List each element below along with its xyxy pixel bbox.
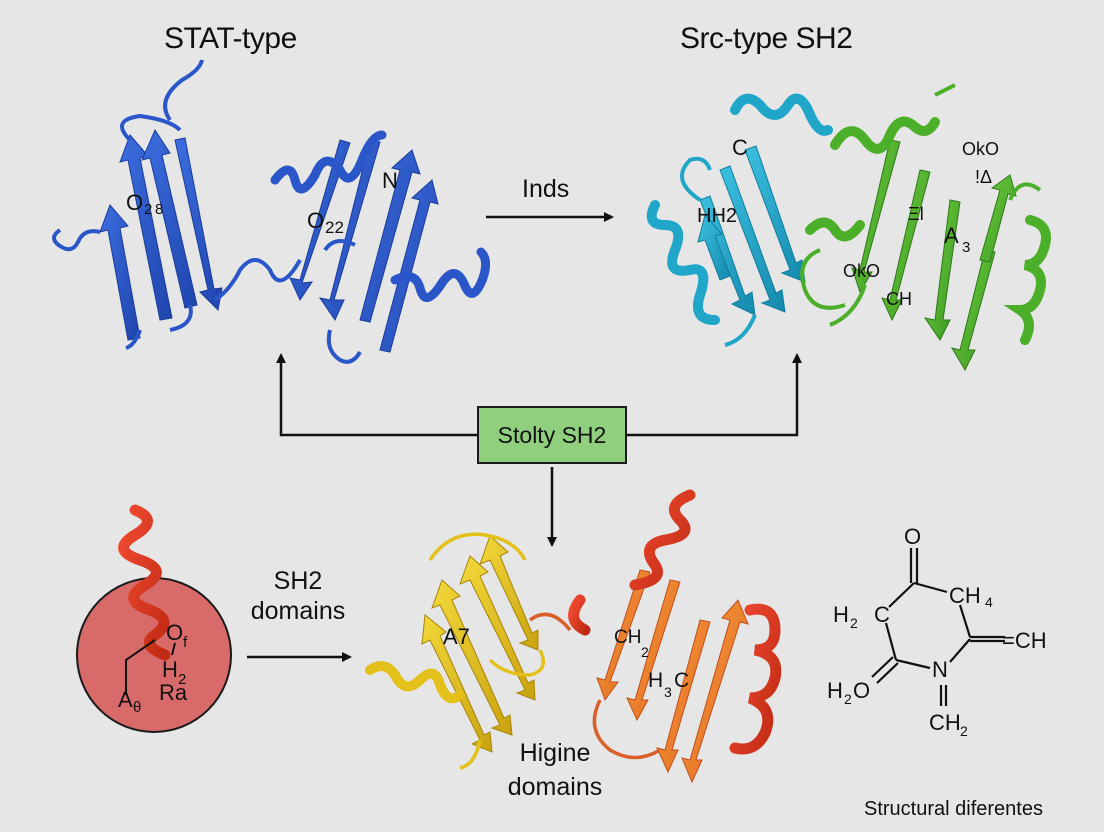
src-atom-labels: C HH2 OkO OkO CH A 3 !Δ Ξl: [697, 135, 999, 309]
svg-text:C: C: [674, 669, 689, 692]
svg-text:=CH: =CH: [1002, 628, 1047, 653]
stat-structure: [52, 59, 491, 364]
stat-atom-labels: O 2 8 O 22 N: [126, 168, 398, 237]
svg-text:8: 8: [155, 201, 163, 218]
svg-text:H: H: [827, 678, 843, 703]
svg-text:H: H: [162, 657, 178, 682]
svg-text:2: 2: [850, 615, 858, 631]
svg-text:CH: CH: [929, 710, 961, 735]
sh2-domains-label: SH2 domains: [238, 566, 358, 626]
svg-text:2: 2: [144, 201, 152, 218]
sh2-domains-line1: SH2: [273, 567, 323, 595]
svg-text:C: C: [874, 602, 890, 627]
sh2-domains-line2: domains: [250, 597, 346, 625]
svg-text:2: 2: [844, 691, 852, 707]
svg-text:N: N: [932, 657, 948, 682]
svg-text:2: 2: [178, 671, 186, 688]
svg-text:θ: θ: [133, 699, 141, 716]
svg-text:O: O: [126, 190, 143, 215]
svg-text:f: f: [183, 634, 188, 651]
top-arrow-label: Inds: [522, 175, 570, 203]
svg-text:!Δ: !Δ: [975, 167, 992, 187]
center-box: Stolty SH2: [477, 406, 627, 464]
svg-text:A7: A7: [443, 624, 470, 649]
svg-text:OkO: OkO: [962, 139, 999, 159]
svg-text:O: O: [307, 208, 324, 233]
chemical-atom-labels: O CH 4 H 2 C =CH N H 2 O CH 2: [827, 524, 1047, 739]
svg-text:OkO: OkO: [843, 261, 880, 281]
svg-text:A: A: [944, 223, 959, 248]
svg-text:A: A: [118, 687, 133, 712]
svg-text:CH: CH: [886, 289, 912, 309]
footer-caption: Structural diferentes: [864, 798, 1043, 820]
hinge-caption-line1: Higine: [519, 739, 591, 767]
svg-text:O: O: [166, 620, 183, 645]
center-connectors: [276, 353, 802, 547]
ligand-labels: O f H 2 Ra A θ: [118, 620, 188, 716]
ligand-circle-group: [76, 504, 232, 733]
src-structure: [646, 83, 1051, 372]
svg-text:O: O: [904, 524, 921, 549]
hinge-atom-labels: A7 CH 2 H 3 C: [443, 624, 689, 700]
hinge-domains-caption: Higine domains: [490, 736, 620, 804]
src-type-title: Src-type SH2: [680, 22, 853, 55]
svg-text:22: 22: [325, 218, 344, 237]
svg-text:CH: CH: [949, 583, 981, 608]
stat-type-title: STAT-type: [164, 22, 297, 55]
svg-text:H: H: [833, 602, 849, 627]
svg-text:O: O: [853, 678, 870, 703]
svg-text:4: 4: [985, 594, 993, 610]
svg-text:C: C: [732, 135, 748, 160]
svg-text:Ra: Ra: [159, 680, 188, 705]
svg-text:2: 2: [641, 644, 649, 660]
svg-text:N: N: [382, 168, 398, 193]
chemical-structure: [871, 548, 1005, 706]
svg-text:2: 2: [960, 723, 968, 739]
center-box-label: Stolty SH2: [497, 421, 607, 448]
hinge-caption-line2: domains: [507, 773, 603, 801]
hinge-structure: [365, 489, 782, 784]
svg-text:HH2: HH2: [697, 205, 737, 227]
svg-text:3: 3: [962, 239, 970, 256]
svg-text:Ξl: Ξl: [908, 204, 924, 224]
svg-text:CH: CH: [614, 627, 641, 648]
svg-text:3: 3: [664, 684, 672, 700]
svg-text:H: H: [648, 669, 663, 692]
